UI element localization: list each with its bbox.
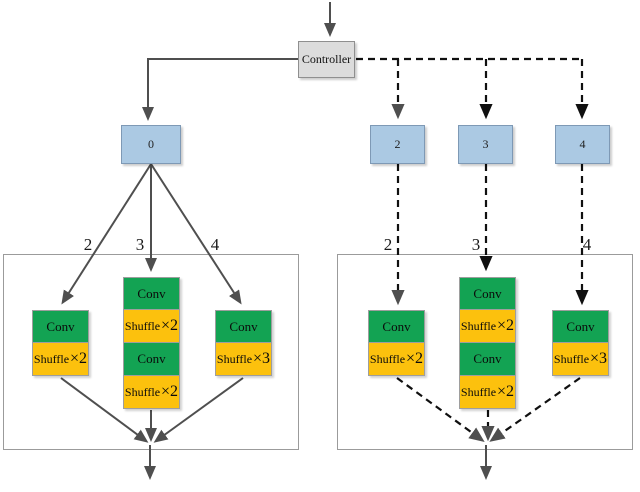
- op-label: Conv: [137, 351, 166, 366]
- op-mult: ×2: [497, 317, 515, 334]
- op-cell-conv: Conv: [123, 277, 180, 310]
- node-3: 3: [458, 125, 513, 164]
- op-label: Conv: [137, 285, 166, 301]
- op-cell-conv: Conv: [552, 310, 609, 343]
- op-cell-shuffle: Shuffle×3: [215, 343, 272, 376]
- op-label: Shuffle: [369, 351, 406, 366]
- op-label: Shuffle: [33, 351, 70, 366]
- left-edge-label-4: 4: [210, 235, 220, 254]
- edge-node0-branch2: [61, 163, 152, 305]
- node-0: 0: [121, 125, 181, 164]
- op-cell-shuffle: Shuffle×2: [32, 343, 89, 376]
- op-cell-shuffle: Shuffle×2: [459, 310, 516, 343]
- op-label: Shuffle: [216, 351, 253, 366]
- node-2: 2: [370, 125, 425, 164]
- edge-left-converge-c: [153, 377, 244, 443]
- left-branch3-stack: Conv Shuffle×2 Conv Shuffle×2: [123, 277, 180, 409]
- op-mult: ×2: [406, 350, 424, 367]
- op-label: Conv: [46, 318, 75, 334]
- op-cell-conv: Conv: [215, 310, 272, 343]
- right-edge-label-3: 3: [471, 235, 481, 254]
- op-label: Conv: [229, 318, 258, 334]
- right-branch2-stack: Conv Shuffle×2: [368, 310, 425, 376]
- edge-right-converge-a: [396, 377, 485, 442]
- op-label: Conv: [382, 318, 411, 334]
- op-cell-conv: Conv: [123, 343, 180, 376]
- op-label: Shuffle: [553, 351, 590, 366]
- node-4: 4: [555, 125, 610, 164]
- op-cell-conv: Conv: [459, 277, 516, 310]
- op-mult: ×3: [253, 350, 271, 367]
- op-cell-conv: Conv: [368, 310, 425, 343]
- right-branch4-stack: Conv Shuffle×3: [552, 310, 609, 376]
- op-label: Shuffle: [124, 384, 161, 399]
- op-label: Shuffle: [460, 384, 497, 399]
- op-cell-shuffle: Shuffle×2: [368, 343, 425, 376]
- left-edge-label-2: 2: [83, 235, 93, 254]
- right-branch3-stack: Conv Shuffle×2 Conv Shuffle×2: [459, 277, 516, 409]
- op-label: Shuffle: [124, 318, 161, 333]
- left-branch4-stack: Conv Shuffle×3: [215, 310, 272, 376]
- op-mult: ×2: [497, 383, 515, 400]
- left-branch2-stack: Conv Shuffle×2: [32, 310, 89, 376]
- op-mult: ×2: [161, 317, 179, 334]
- solid-edges: [60, 2, 492, 480]
- edge-right-converge-c: [489, 377, 581, 442]
- dashed-edges: [356, 57, 589, 442]
- op-cell-conv: Conv: [32, 310, 89, 343]
- edge-left-converge-a: [60, 377, 149, 443]
- op-label: Conv: [473, 351, 502, 366]
- node-0-label: 0: [148, 137, 154, 151]
- controller-node: Controller: [298, 41, 355, 78]
- op-cell-shuffle: Shuffle×3: [552, 343, 609, 376]
- op-mult: ×2: [161, 383, 179, 400]
- op-cell-shuffle: Shuffle×2: [123, 376, 180, 409]
- controller-label: Controller: [301, 52, 352, 66]
- right-edge-label-4: 4: [582, 235, 592, 254]
- op-mult: ×2: [70, 350, 88, 367]
- node-2-label: 2: [394, 137, 401, 151]
- node-3-label: 3: [482, 137, 489, 151]
- op-cell-shuffle: Shuffle×2: [459, 376, 516, 409]
- op-label: Conv: [566, 318, 595, 334]
- op-label: Shuffle: [460, 318, 497, 333]
- edge-node0-branch4: [150, 163, 242, 305]
- op-cell-shuffle: Shuffle×2: [123, 310, 180, 343]
- op-cell-conv: Conv: [459, 343, 516, 376]
- left-edge-label-3: 3: [135, 235, 145, 254]
- op-label: Conv: [473, 285, 502, 301]
- right-edge-label-2: 2: [383, 235, 393, 254]
- op-mult: ×3: [590, 350, 608, 367]
- node-4-label: 4: [579, 137, 586, 151]
- edge-controller-to-node0: [142, 58, 298, 121]
